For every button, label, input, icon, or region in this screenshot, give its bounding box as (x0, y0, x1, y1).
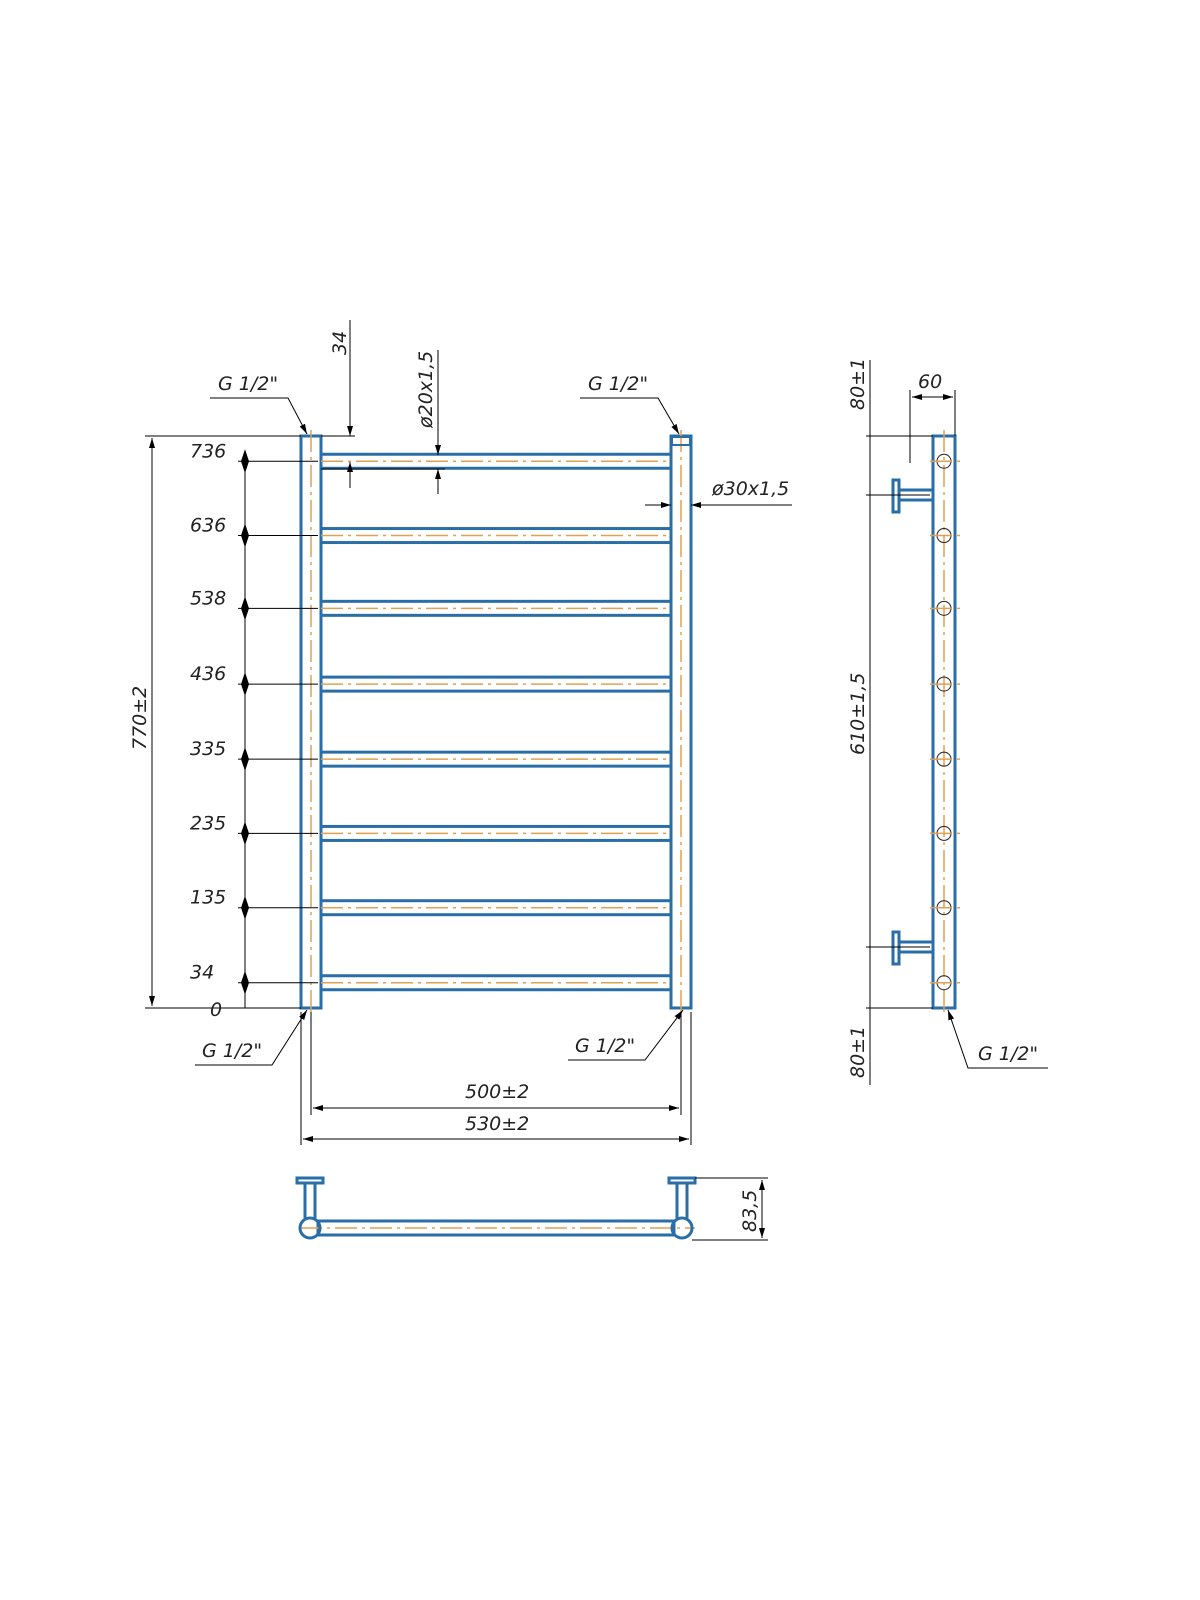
top-view: 83,5 (295, 1176, 768, 1241)
rail-level-arrow (241, 449, 249, 474)
leader-bottom-left (195, 1009, 308, 1066)
right-bracket (667, 1176, 697, 1218)
rail-level-label: 636 (190, 515, 226, 537)
top-offset-label: 34 (329, 331, 351, 355)
rail-level-label: 34 (190, 962, 214, 984)
leader-top-right (580, 397, 680, 435)
overall-width-label: 530±2 (465, 1113, 529, 1135)
thread-top-left-label: G 1/2" (218, 373, 278, 395)
thread-top-right-label: G 1/2" (588, 373, 648, 395)
riser-tube-label: ø30x1,5 (711, 478, 789, 500)
rail-level-label: 436 (190, 663, 226, 685)
overall-height-label: 770±2 (129, 686, 151, 750)
rail-level-label: 235 (190, 812, 226, 834)
center-width-label: 500±2 (465, 1081, 529, 1103)
leader-top-left (210, 397, 308, 435)
depth-label: 83,5 (739, 1190, 761, 1232)
left-riser-section (298, 1216, 322, 1240)
rail-level-label: 538 (190, 587, 226, 609)
bottom-wall-bracket (891, 930, 933, 966)
rail-tube-label: ø20x1,5 (415, 351, 437, 429)
top-wall-bracket (891, 478, 933, 514)
side-view: 80±1 610±1,5 80±1 60 G 1/2" (847, 358, 1048, 1085)
leader-side-bottom (947, 1009, 1048, 1069)
thread-bottom-right-label: G 1/2" (575, 1035, 635, 1057)
side-thread-label: G 1/2" (978, 1043, 1038, 1065)
top-bracket-label: 80±1 (847, 358, 869, 410)
bottom-bracket-label: 80±1 (847, 1026, 869, 1078)
front-view: 736 636 538 436 335 235 135 34 0 770±2 34 ø20x1… (129, 320, 792, 1145)
rail-level-label: 335 (190, 738, 226, 760)
rail-level-label: 135 (190, 887, 226, 909)
right-riser-section (670, 1216, 694, 1240)
bracket-span-label: 610±1,5 (847, 673, 869, 755)
zero-label: 0 (210, 999, 222, 1021)
wall-offset-label: 60 (918, 371, 942, 393)
rail-level-label: 736 (190, 440, 226, 462)
leader-bottom-right (568, 1009, 684, 1061)
top-right-plug-icon (671, 436, 691, 446)
thread-bottom-left-label: G 1/2" (202, 1040, 262, 1062)
left-bracket (295, 1176, 325, 1218)
